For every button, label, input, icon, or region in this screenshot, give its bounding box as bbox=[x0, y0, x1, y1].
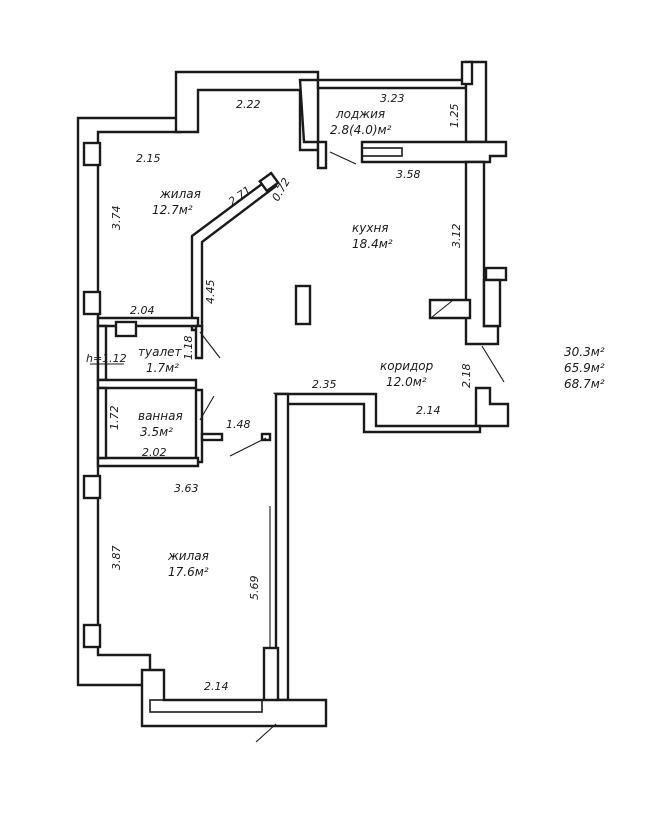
room-labels: жилая 12.7м² лоджия 2.8(4.0)м² кухня 18.… bbox=[138, 107, 434, 579]
bay-stub-wall bbox=[298, 78, 328, 170]
room-area-toilet: 1.7м² bbox=[146, 361, 179, 375]
walls bbox=[76, 60, 510, 728]
bath-door-jamb bbox=[200, 432, 224, 442]
toilet-top-wall bbox=[96, 316, 200, 328]
bottom-window bbox=[149, 699, 263, 713]
dim-2-22: 2.22 bbox=[236, 98, 261, 111]
room-area-living2: 17.6м² bbox=[168, 565, 209, 579]
dim-2-04: 2.04 bbox=[130, 304, 155, 317]
dim-3-12: 3.12 bbox=[450, 224, 463, 249]
bath-right-wall bbox=[194, 388, 204, 464]
room-name-living2: жилая bbox=[167, 549, 209, 563]
bath-left-wall bbox=[96, 386, 108, 460]
window-pier bbox=[82, 290, 102, 316]
dim-1-25: 1.25 bbox=[448, 104, 461, 129]
diagonal-door-jamb bbox=[258, 171, 280, 193]
dim-h-1-12: h=1.12 bbox=[86, 352, 127, 365]
kitchen-right-window bbox=[482, 278, 502, 328]
toilet-right-wall bbox=[194, 324, 204, 360]
dim-1-72: 1.72 bbox=[108, 406, 121, 431]
room-area-bath: 3.5м² bbox=[140, 425, 173, 439]
dim-2-15: 2.15 bbox=[136, 152, 161, 165]
dim-5-69: 5.69 bbox=[248, 576, 261, 601]
kitchen-column bbox=[294, 284, 312, 326]
window-pier bbox=[82, 623, 102, 649]
total-area-with-loggia: 68.7м² bbox=[564, 377, 605, 391]
room-name-toilet: туалет bbox=[138, 345, 182, 359]
kitchen-top-wall bbox=[360, 140, 508, 164]
window-pier bbox=[82, 474, 102, 500]
kitchen-top-window bbox=[361, 147, 403, 157]
room-area-loggia: 2.8(4.0)м² bbox=[330, 123, 392, 137]
top-bay-wall bbox=[174, 70, 320, 152]
door-swings bbox=[90, 151, 505, 743]
toilet-bottom-wall bbox=[96, 378, 198, 390]
living2-bottom-wall bbox=[140, 668, 328, 728]
dim-2-18: 2.18 bbox=[460, 364, 473, 389]
room-name-bath: ванная bbox=[138, 409, 183, 423]
kitchen-hatched-block bbox=[428, 298, 472, 320]
dim-2-35: 2.35 bbox=[312, 378, 337, 391]
loggia-top-wall bbox=[316, 78, 468, 90]
dimension-labels: 2.22 3.23 1.25 2.15 3.58 2.71 0.72 3.74 … bbox=[86, 92, 473, 693]
room-name-corridor: коридор bbox=[380, 359, 434, 373]
total-area: 65.9м² bbox=[564, 361, 605, 375]
room-name-living1: жилая bbox=[159, 187, 201, 201]
room-name-kitchen: кухня bbox=[352, 221, 389, 235]
loggia-pier-cap bbox=[460, 60, 474, 86]
dim-3-87: 3.87 bbox=[110, 546, 123, 571]
corridor-right-pier bbox=[474, 386, 510, 428]
room-area-kitchen: 18.4м² bbox=[352, 237, 393, 251]
window-pier bbox=[82, 141, 102, 167]
corridor-bottom-wall bbox=[272, 392, 482, 434]
room-area-corridor: 12.0м² bbox=[386, 375, 427, 389]
dim-2-02: 2.02 bbox=[142, 446, 167, 459]
dim-2-14-bottom: 2.14 bbox=[204, 680, 229, 693]
room-name-loggia: лоджия bbox=[335, 107, 385, 121]
dim-3-58: 3.58 bbox=[396, 168, 421, 181]
room-area-living1: 12.7м² bbox=[152, 203, 193, 217]
dim-2-14-corridor: 2.14 bbox=[416, 404, 441, 417]
dim-3-74: 3.74 bbox=[110, 206, 123, 231]
dim-3-23: 3.23 bbox=[380, 92, 405, 105]
total-living-area: 30.3м² bbox=[564, 345, 605, 359]
dim-4-45: 4.45 bbox=[204, 280, 217, 305]
dim-1-48: 1.48 bbox=[226, 418, 251, 431]
area-totals: 30.3м² 65.9м² 68.7м² bbox=[564, 345, 605, 391]
dim-3-63: 3.63 bbox=[174, 482, 199, 495]
corridor-jamb bbox=[260, 432, 272, 442]
shaft-hatched bbox=[114, 320, 138, 338]
kitchen-window-pier bbox=[484, 266, 508, 282]
dim-1-18: 1.18 bbox=[182, 336, 195, 361]
bath-bottom-wall bbox=[96, 456, 200, 468]
